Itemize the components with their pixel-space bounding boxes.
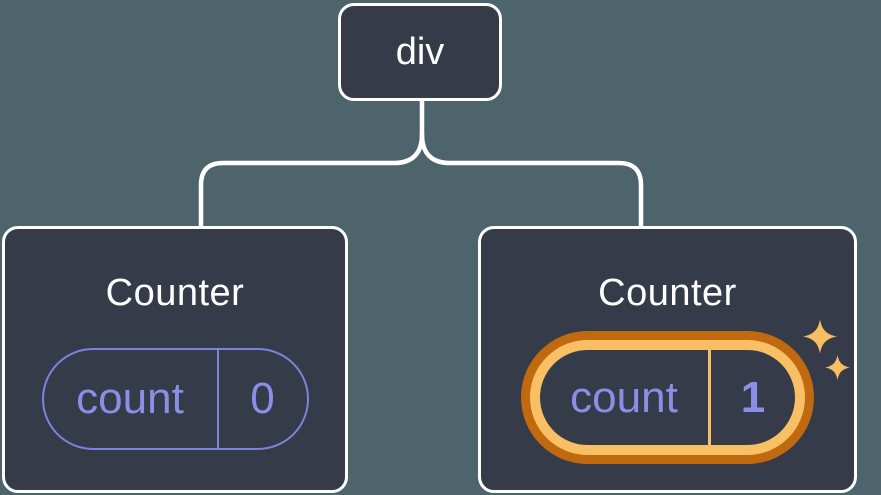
counter-card-updated: Counter count 1 <box>478 226 857 493</box>
connector-left-branch <box>198 98 425 231</box>
pill-highlight-ring: count 1 <box>530 340 805 455</box>
state-key-label: count <box>570 372 678 422</box>
sparkle-icon <box>803 319 837 354</box>
state-key-label: count <box>76 374 184 423</box>
state-value: 1 <box>740 372 766 422</box>
connector-right-branch <box>419 131 644 231</box>
component-title: Counter <box>105 272 245 314</box>
state-pill-highlighted: count 1 <box>521 331 814 464</box>
pill-inner: count 1 <box>540 350 795 445</box>
counter-card-initial: Counter count 0 <box>2 226 348 493</box>
root-node-label: div <box>395 30 445 73</box>
state-value: 0 <box>250 374 275 423</box>
state-pill: count 0 <box>41 348 309 450</box>
root-node-div: div <box>338 3 502 101</box>
pill-divider <box>708 350 711 445</box>
sparkle-icon <box>825 355 850 380</box>
pill-divider <box>216 350 219 448</box>
component-title: Counter <box>598 272 737 314</box>
